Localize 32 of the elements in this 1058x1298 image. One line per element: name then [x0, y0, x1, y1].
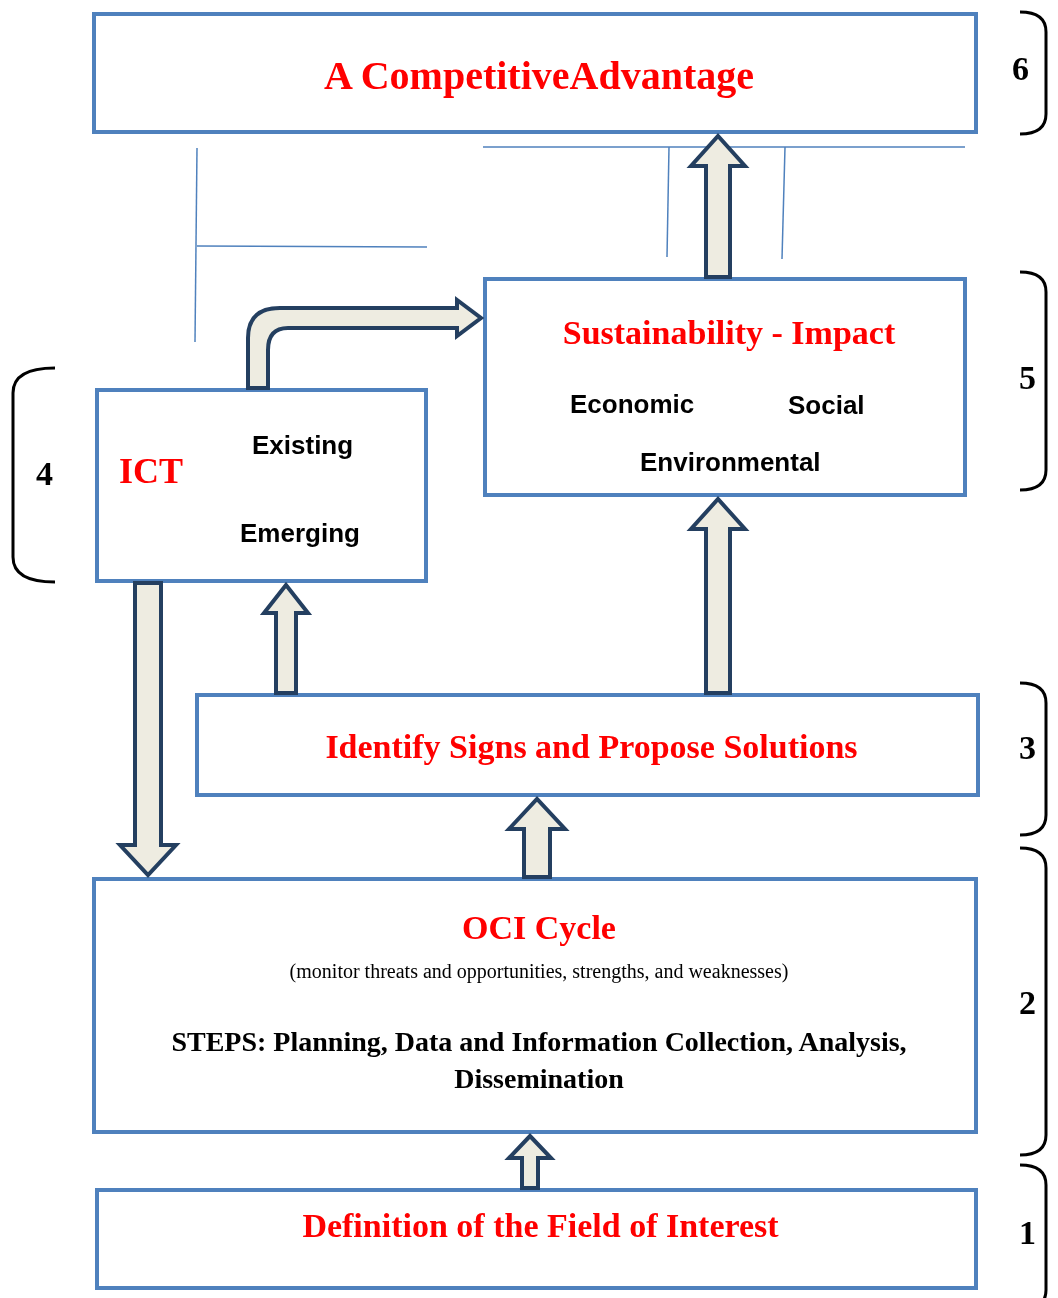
step-number: 3: [1019, 731, 1036, 765]
item-label: Economic: [570, 389, 695, 421]
box-title: Definition of the Field of Interest: [301, 1206, 780, 1246]
step-number: 2: [1019, 986, 1036, 1020]
item-label: Social: [788, 390, 865, 422]
block-arrow: [246, 298, 483, 390]
step-number: 5: [1019, 361, 1036, 395]
box-title: ICT: [119, 450, 184, 493]
block-arrow: [686, 133, 750, 279]
process-box: [92, 12, 978, 134]
block-arrow: [259, 581, 313, 695]
box-title: OCI Cycle: [461, 908, 617, 948]
item-label: Emerging: [240, 518, 360, 550]
steps-text: STEPS: Planning, Data and Information Collection, Analysis, Dissemination: [170, 1025, 908, 1096]
item-label: Environmental: [640, 447, 821, 479]
block-arrow: [115, 581, 181, 878]
box-title: A CompetitiveAdvantage: [323, 52, 755, 100]
process-box: [483, 277, 967, 497]
process-box: [92, 877, 978, 1134]
block-arrow: [504, 1133, 556, 1190]
box-title: Identify Signs and Propose Solutions: [324, 727, 859, 767]
box-title: Sustainability - Impact: [561, 313, 897, 353]
description-text: (monitor threats and opportunities, strengths, and weaknesses): [288, 959, 790, 983]
process-box: [95, 1188, 978, 1290]
block-arrow: [686, 496, 750, 695]
step-number: 1: [1019, 1216, 1036, 1250]
step-number: 6: [1012, 52, 1029, 86]
process-box: [95, 388, 428, 583]
item-label: Existing: [252, 430, 354, 462]
process-box: [195, 693, 980, 797]
step-number: 4: [36, 457, 53, 491]
block-arrow: [504, 796, 570, 879]
